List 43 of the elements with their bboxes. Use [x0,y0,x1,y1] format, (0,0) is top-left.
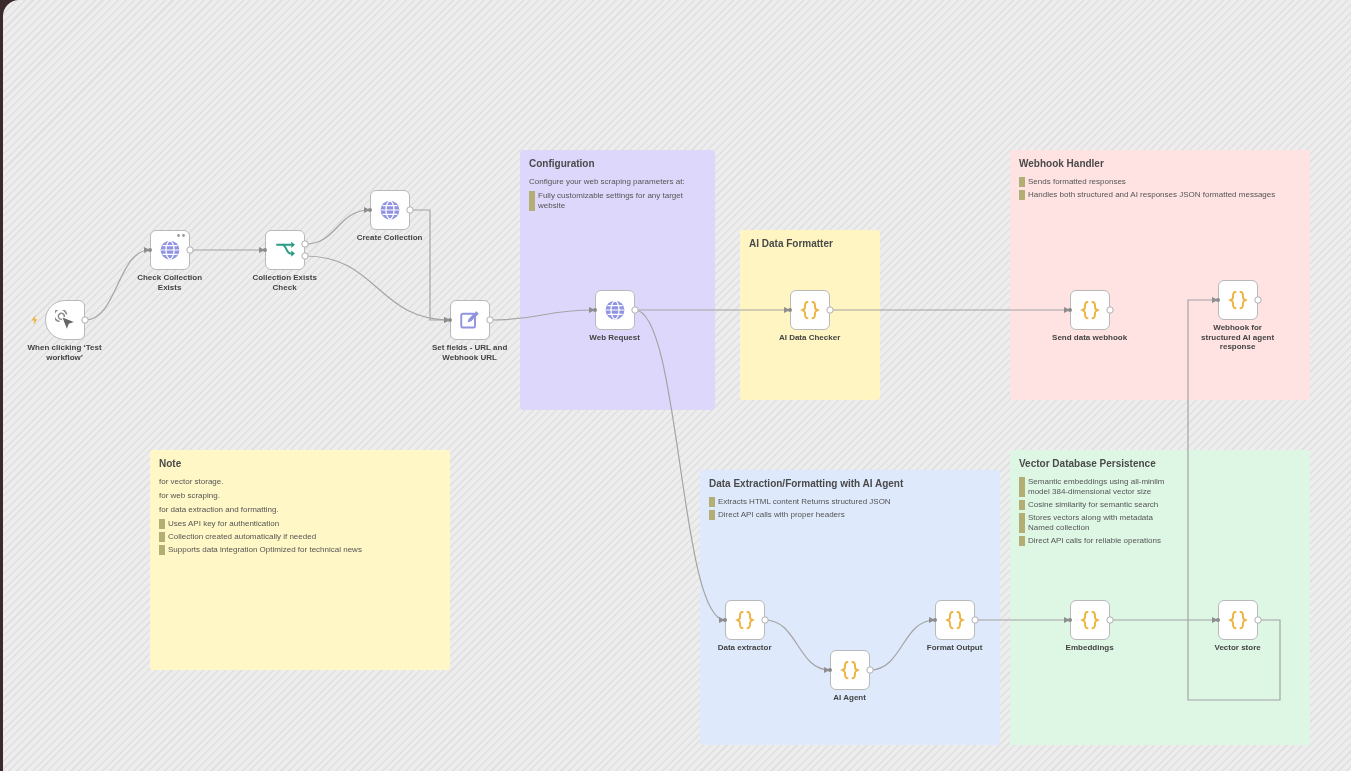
sticky-note [1010,150,1310,400]
note-text: Configure your web scraping parameters at: [529,176,686,187]
node-label: Create Collection [355,233,424,243]
node-label: AI Data Checker [777,333,842,343]
note-title: Data Extraction/Formatting with AI Agent [709,478,905,491]
node-label: Embeddings [1064,643,1115,653]
note-bullet: Stores vectors along with metadata Named collection [1028,512,1154,533]
note-title: Note [159,458,183,471]
note-title: Vector Database Persistence [1019,458,1157,471]
node-label: Send data webhook [1051,333,1129,343]
node-label: AI Agent [832,693,867,703]
arrow [1187,297,1281,701]
sticky-note [740,230,880,400]
note-text: for vector storage. [159,476,225,487]
note-bullet: Cosine similarity for semantic search [1028,499,1159,510]
sticky-note [150,450,450,670]
node-label: Vector store [1213,643,1262,653]
note-bullet: Direct API calls with proper headers [718,509,845,520]
note-bullet: Sends formatted responses [1028,176,1126,187]
note-bullet: Collection created automatically if needed [168,531,317,542]
note-bullet: Fully customizable settings for any target website [538,190,684,211]
sticky-note [520,150,715,410]
note-bullet: Uses API key for authentication [168,518,280,529]
note-title: AI Data Formatter [749,238,834,251]
node-label: Check Collection Exists [136,273,204,293]
node-label: Collection Exists Check [251,273,318,293]
note-text: for web scraping. [159,490,221,501]
node-label: Format Output [925,643,984,653]
node-label: Set fields - URL and Webhook URL [430,343,509,363]
node-label: Data extractor [716,643,773,653]
note-bullet: Supports data integration Optimized for technical news [168,544,362,555]
node-label: When clicking ‘Test workflow’ [26,343,103,363]
note-title: Webhook Handler [1019,158,1105,171]
sticky-note [700,470,1000,745]
note-title: Configuration [529,158,596,171]
note-text: for data extraction and formatting. [159,504,280,515]
note-bullet: Extracts HTML content Returns structured JSON [718,496,891,507]
note-bullet: Direct API calls for reliable operations [1028,535,1161,546]
note-bullet: Handles both structured and AI responses JSON formatted messages [1028,189,1276,200]
node-label: Webhook for structured AI agent response [1200,323,1276,352]
sticky-note [1010,450,1310,745]
node-label: Web Request [588,333,641,343]
note-bullet: Semantic embeddings using all-minilm model 384-dimensional vector size [1028,476,1166,497]
